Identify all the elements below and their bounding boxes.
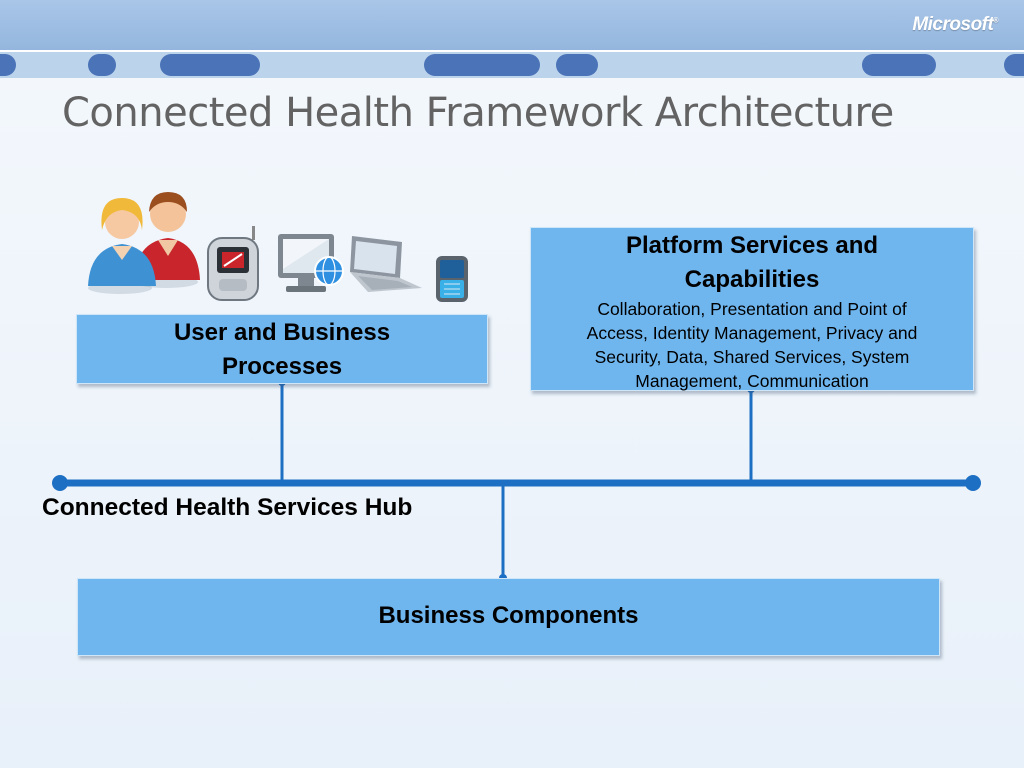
decorative-pill xyxy=(862,54,936,76)
decorative-pill xyxy=(424,54,540,76)
header-divider xyxy=(0,50,1024,52)
platform-services-description: Collaboration, Presentation and Point of… xyxy=(586,299,918,391)
slide-title: Connected Health Framework Architecture xyxy=(62,90,894,136)
decorative-pill xyxy=(1004,54,1024,76)
laptop-icon xyxy=(350,236,422,292)
decorative-pill xyxy=(0,54,16,76)
services-hub-label: Connected Health Services Hub xyxy=(42,494,413,521)
microsoft-logo: Microsoft® xyxy=(912,14,998,35)
decorative-pill xyxy=(556,54,598,76)
decorative-pill xyxy=(88,54,116,76)
pill-band xyxy=(0,52,1024,78)
hub-end-left xyxy=(52,475,68,491)
desktop-globe-icon xyxy=(278,234,344,292)
business-components-box: Business Components xyxy=(77,578,940,656)
hub-end-right xyxy=(965,475,981,491)
mobile-phone-icon xyxy=(207,226,259,301)
users-icon xyxy=(88,192,200,294)
devices-illustration xyxy=(88,192,468,302)
smartphone-icon xyxy=(436,256,468,302)
decorative-pill xyxy=(160,54,260,76)
business-components-label: Business Components xyxy=(378,602,639,629)
header-band: Microsoft® xyxy=(0,0,1024,50)
